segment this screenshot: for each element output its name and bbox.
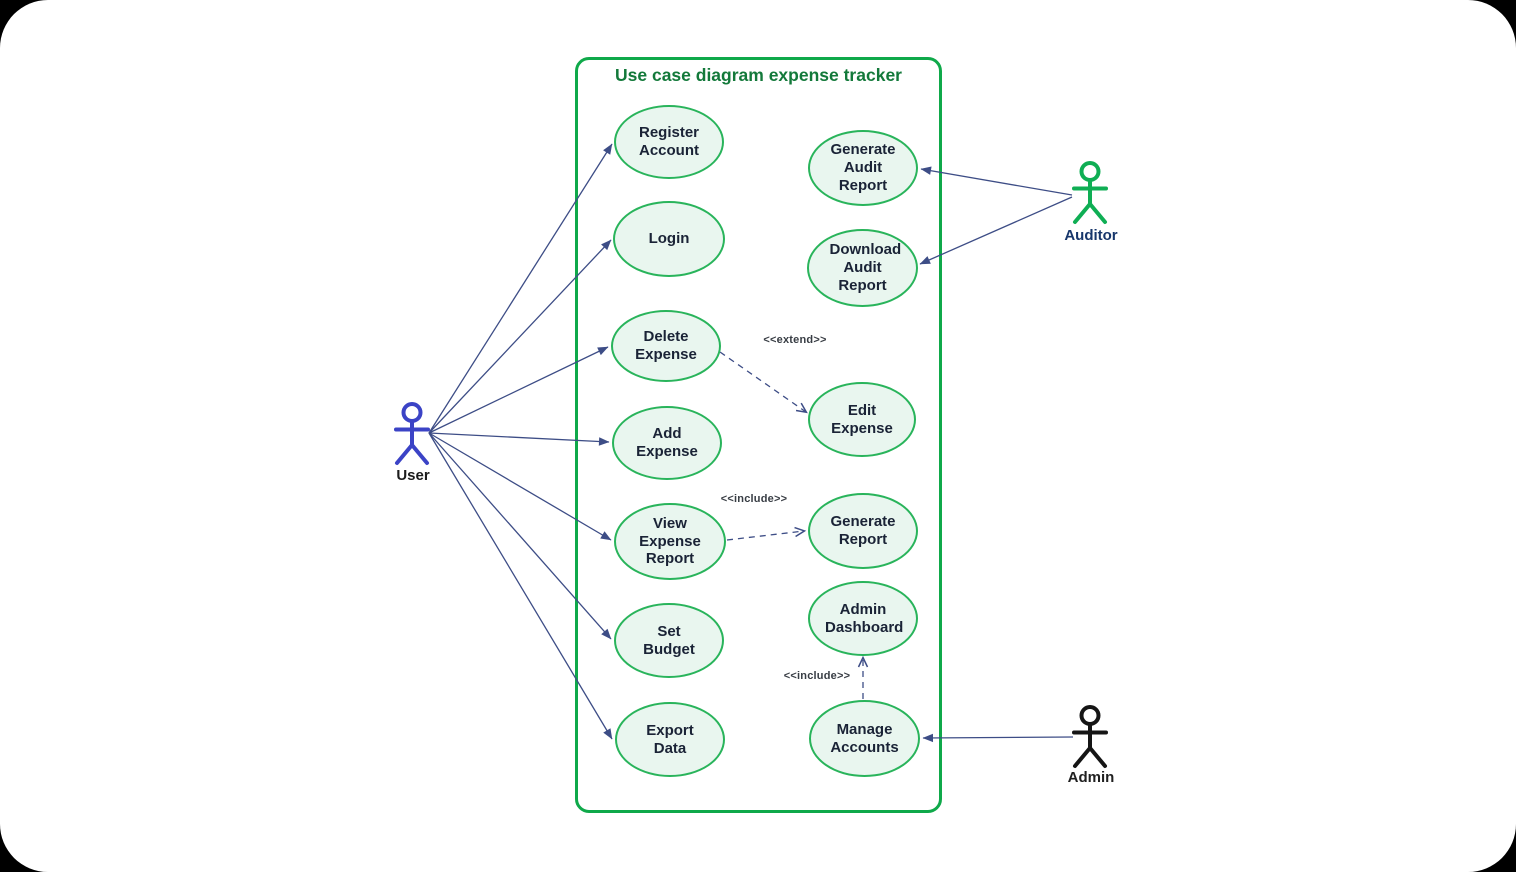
usecase-label: Generate Audit Report: [830, 141, 896, 194]
usecase-label: Register Account: [638, 124, 700, 159]
usecase-label: Generate Report: [830, 513, 896, 548]
extend-stereotype-label: <<extend>>: [763, 334, 827, 346]
usecase-label: Manage Accounts: [830, 720, 899, 756]
include-stereotype-label-admin-dashboard: <<include>>: [783, 670, 851, 682]
usecase-label: Export Data: [646, 721, 694, 757]
usecase-admin-dashboard: Admin Dashboard: [808, 581, 918, 656]
usecase-delete-expense: Delete Expense: [611, 310, 721, 382]
usecase-login: Login: [613, 201, 725, 277]
usecase-add-expense: Add Expense: [612, 406, 722, 480]
diagram-title: Use case diagram expense tracker: [615, 65, 902, 85]
admin-actor-icon: [1072, 705, 1108, 768]
association-admin-manage-accounts: [922, 733, 1074, 743]
association-auditor-generate-audit-report: [920, 166, 1073, 196]
usecase-generate-report: Generate Report: [808, 493, 918, 569]
usecase-label: Admin Dashboard: [825, 600, 904, 636]
usecase-label: Edit Expense: [831, 401, 893, 437]
usecase-manage-accounts: Manage Accounts: [809, 700, 920, 777]
usecase-export-data: Export Data: [615, 702, 725, 777]
usecase-generate-audit-report: Generate Audit Report: [808, 130, 918, 206]
usecase-label: Add Expense: [636, 425, 698, 460]
usecase-download-audit-report: Download Audit Report: [807, 229, 918, 307]
user-actor-icon: [394, 402, 430, 465]
include-stereotype-label-generate-report: <<include>>: [720, 493, 788, 505]
user-actor-label: User: [396, 467, 430, 484]
usecase-edit-expense: Edit Expense: [808, 382, 916, 457]
usecase-label: Delete Expense: [635, 328, 697, 363]
usecase-label: Download Audit Report: [829, 241, 902, 294]
usecase-set-budget: Set Budget: [614, 603, 724, 678]
auditor-actor-icon: [1072, 161, 1108, 224]
usecase-label: Set Budget: [643, 622, 695, 658]
admin-actor-label: Admin: [1067, 769, 1115, 786]
usecase-label: View Expense Report: [639, 514, 701, 568]
auditor-actor-label: Auditor: [1064, 227, 1118, 244]
usecase-label: Login: [648, 230, 690, 248]
usecase-view-expense-report: View Expense Report: [614, 503, 726, 580]
usecase-register-account: Register Account: [614, 105, 724, 179]
